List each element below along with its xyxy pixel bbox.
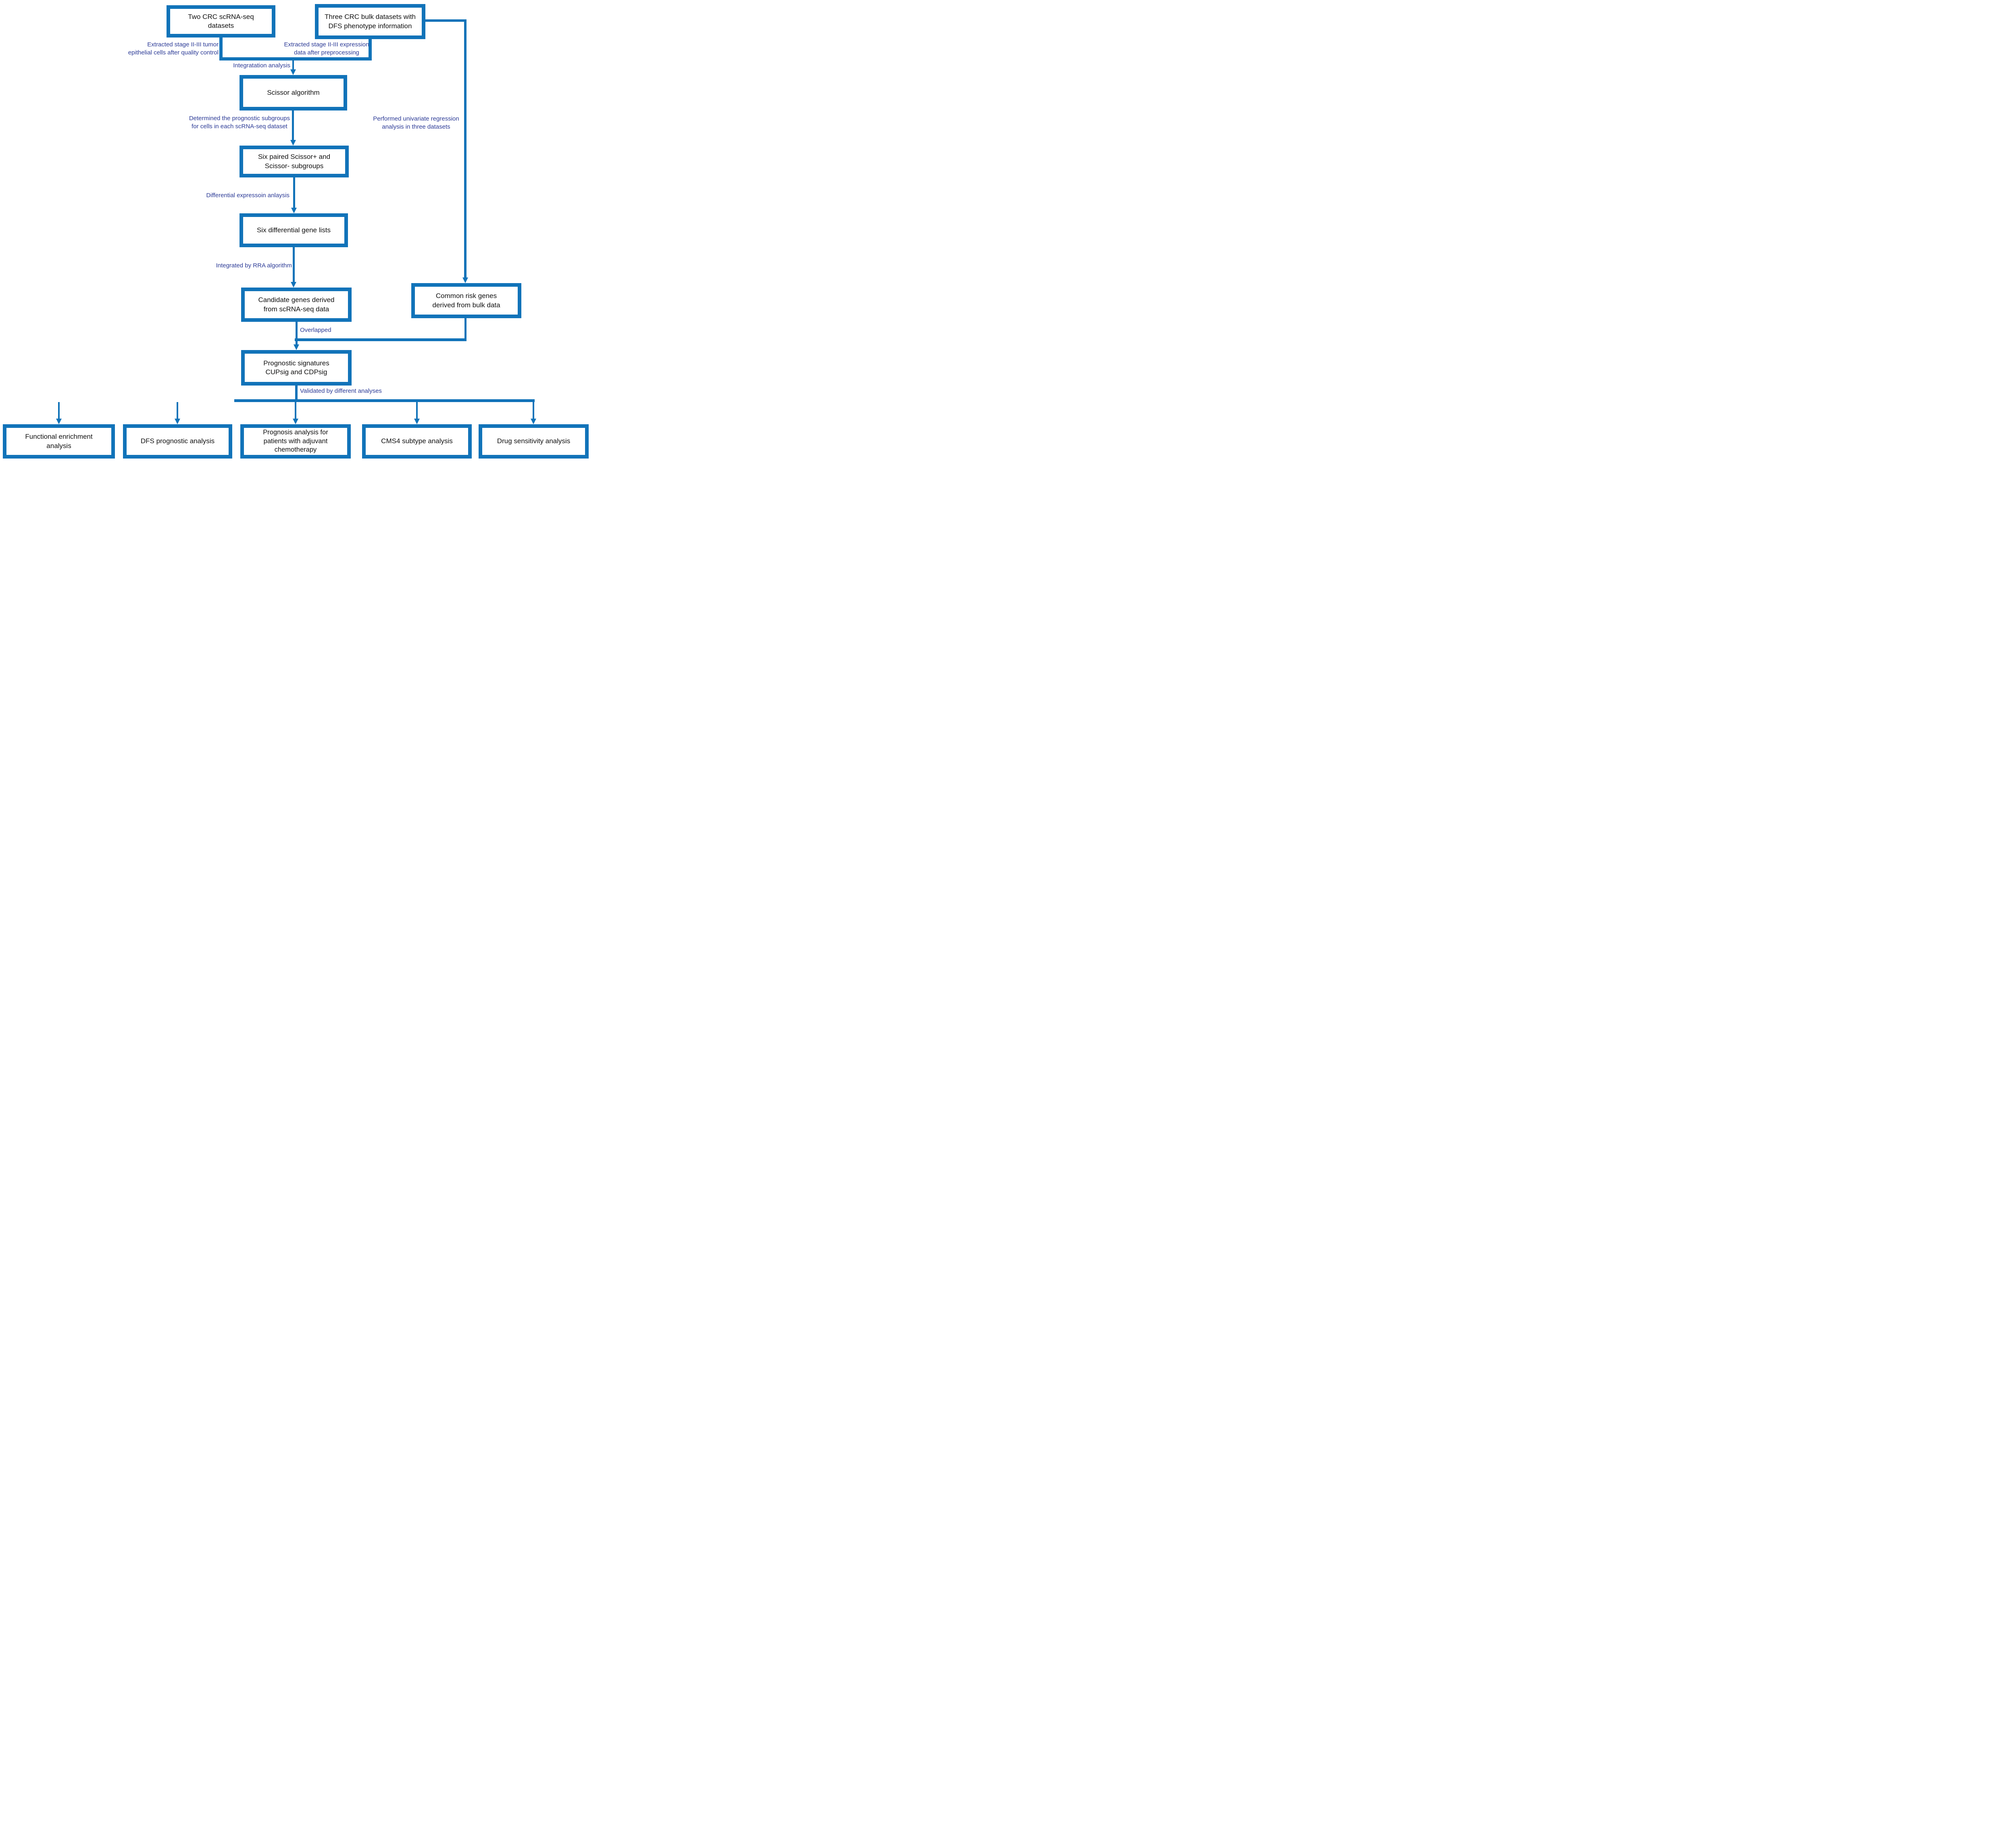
edge-label-determined-subgroups: Determined the prognostic subgroups for … (189, 115, 290, 130)
node-functional-enrichment: Functional enrichment analysis (3, 424, 115, 459)
arrowhead-to-functional (56, 419, 62, 424)
arrowhead-to-scissor (290, 69, 296, 75)
node-scrna-datasets: Two CRC scRNA-seq datasets (167, 5, 275, 38)
connector-to-dfs (177, 402, 178, 419)
arrowhead-to-drug (531, 419, 536, 424)
edge-label-quality-control: Extracted stage II-III tumor epithelial … (128, 41, 219, 56)
node-scissor-algorithm: Scissor algorithm (240, 75, 347, 110)
connector-overlap-bar (295, 338, 467, 341)
connector-merge-bar (219, 57, 372, 60)
connector-common-down (464, 318, 467, 338)
connector-scissor-subgroups (292, 110, 294, 140)
node-dfs-prognostic: DFS prognostic analysis (123, 424, 232, 459)
node-candidate-genes: Candidate genes derived from scRNA-seq d… (241, 288, 352, 322)
node-scissor-subgroups: Six paired Scissor+ and Scissor- subgrou… (240, 146, 349, 177)
edge-label-integration-analysis: Integratation analysis (233, 62, 290, 69)
arrowhead-to-genelists (291, 208, 297, 213)
edge-label-overlapped: Overlapped (300, 327, 331, 334)
connector-signatures-down (295, 386, 298, 399)
arrowhead-to-common (462, 277, 468, 283)
connector-bulk-drop (369, 39, 372, 60)
node-cms4-subtype: CMS4 subtype analysis (362, 424, 472, 459)
arrowhead-to-subgroups (290, 140, 296, 146)
connector-to-drug (533, 402, 534, 419)
connector-to-functional (58, 402, 60, 419)
connector-to-cms4 (416, 402, 418, 419)
arrowhead-to-cms4 (414, 419, 420, 424)
edge-label-differential-expression: Differential expressoin anlaysis (206, 192, 290, 199)
arrowhead-to-adjuvant (293, 419, 298, 424)
edge-label-rra-algorithm: Integrated by RRA algorithm (216, 262, 292, 269)
connector-candidate-down (296, 322, 298, 338)
node-adjuvant-chemotherapy: Prognosis analysis for patients with adj… (240, 424, 351, 459)
arrowhead-to-candidate (291, 282, 296, 288)
node-common-risk-genes: Common risk genes derived from bulk data (411, 283, 521, 318)
connector-distribution-bar (234, 399, 535, 402)
node-differential-gene-lists: Six differential gene lists (240, 213, 348, 247)
node-bulk-datasets: Three CRC bulk datasets with DFS phenoty… (315, 4, 425, 39)
connector-to-signatures (296, 341, 298, 345)
connector-bulk-right (425, 19, 467, 22)
node-drug-sensitivity: Drug sensitivity analysis (479, 424, 589, 459)
connector-genelists-candidate (293, 247, 295, 282)
arrowhead-to-signatures (294, 344, 299, 350)
connector-to-adjuvant (295, 402, 296, 419)
connector-to-scissor (292, 60, 294, 70)
arrowhead-to-dfs (175, 419, 180, 424)
node-prognostic-signatures: Prognostic signatures CUPsig and CDPsig (241, 350, 352, 386)
connector-subgroups-genelists (293, 177, 295, 208)
edge-label-preprocessing: Extracted stage II-III expression data a… (284, 41, 369, 56)
flowchart-canvas: Two CRC scRNA-seq datasets Three CRC bul… (0, 0, 590, 461)
connector-right-vertical (464, 19, 467, 277)
edge-label-validated: Validated by different analyses (300, 388, 382, 394)
edge-label-univariate-regression: Performed univariate regression analysis… (373, 115, 459, 131)
connector-scrna-drop (219, 37, 223, 60)
